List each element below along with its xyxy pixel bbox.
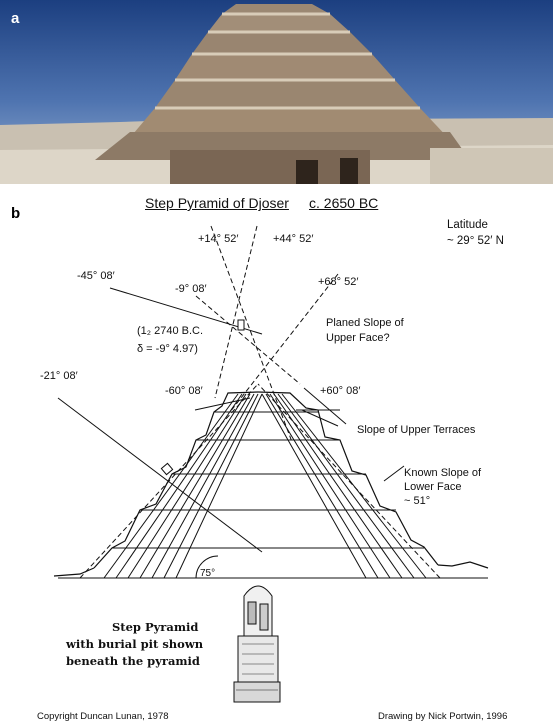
base-angle: 75°: [200, 568, 216, 579]
facing-lines-left: [103, 393, 263, 579]
latitude-value: ~ 29° 52′ N: [447, 235, 504, 247]
star-marker: [237, 319, 245, 331]
pyramid-diagram: [53, 225, 489, 703]
angle-plus68: +68° 52′: [318, 276, 359, 288]
angle-minus45: -45° 08′: [77, 270, 115, 282]
panel-letter-a: a: [11, 10, 20, 27]
facing-lines-right: [261, 393, 427, 579]
angle-arc: [195, 555, 219, 579]
angle-minus9: -9° 08′: [175, 283, 207, 295]
angle-plus14: +14° 52′: [198, 233, 239, 245]
terrace-ledges: [155, 12, 420, 110]
step-pyramid-photo: [0, 0, 553, 184]
pyramid-outline: [53, 391, 489, 577]
enclosure-wall: [170, 150, 370, 184]
angle-minus21: -21° 08′: [40, 370, 78, 382]
diagram-date: c. 2650 BC: [309, 195, 379, 211]
pyramid-tier-4: [175, 54, 395, 80]
sight-lines: [79, 225, 441, 579]
pointer-lines: [57, 287, 405, 553]
ruin-right: [430, 148, 553, 184]
chapel-1: [296, 160, 318, 184]
drawing-credit: Drawing by Nick Portwin, 1996: [378, 711, 508, 722]
star-note-line1: (1₂ 2740 B.C.: [137, 325, 204, 337]
planed-slope-line2: Upper Face?: [326, 332, 390, 344]
pyramid-tier-2: [208, 14, 350, 32]
known-slope-line3: ~ 51°: [404, 495, 431, 507]
latitude-label: Latitude: [447, 219, 488, 231]
copyright-credit: Copyright Duncan Lunan, 1978: [37, 711, 169, 722]
angle-minus60: -60° 08′: [165, 385, 203, 397]
upper-terraces-label: Slope of Upper Terraces: [357, 424, 476, 436]
caption-line1: Step Pyramid: [112, 620, 199, 634]
burial-pit: [233, 585, 281, 703]
angle-plus60: +60° 08′: [320, 385, 361, 397]
pyramid-tier-1: [222, 4, 330, 14]
known-slope-line1: Known Slope of: [404, 467, 482, 479]
known-slope-line2: Lower Face: [404, 481, 462, 493]
angle-plus44: +44° 52′: [273, 233, 314, 245]
caption-line3: beneath the pyramid: [66, 654, 200, 668]
sight-marker: [160, 462, 174, 476]
planed-slope-line1: Planed Slope of: [326, 317, 404, 329]
terrace-lines: [112, 411, 424, 549]
star-note-line2: δ = -9° 4.97): [137, 343, 198, 355]
pyramid-tier-3: [192, 32, 372, 54]
pyramid-tier-5: [155, 80, 420, 108]
chapel-2: [340, 158, 358, 184]
caption-line2: with burial pit shown: [66, 637, 204, 651]
diagram-title: Step Pyramid of Djoser: [145, 195, 289, 211]
panel-letter-b: b: [11, 205, 21, 222]
